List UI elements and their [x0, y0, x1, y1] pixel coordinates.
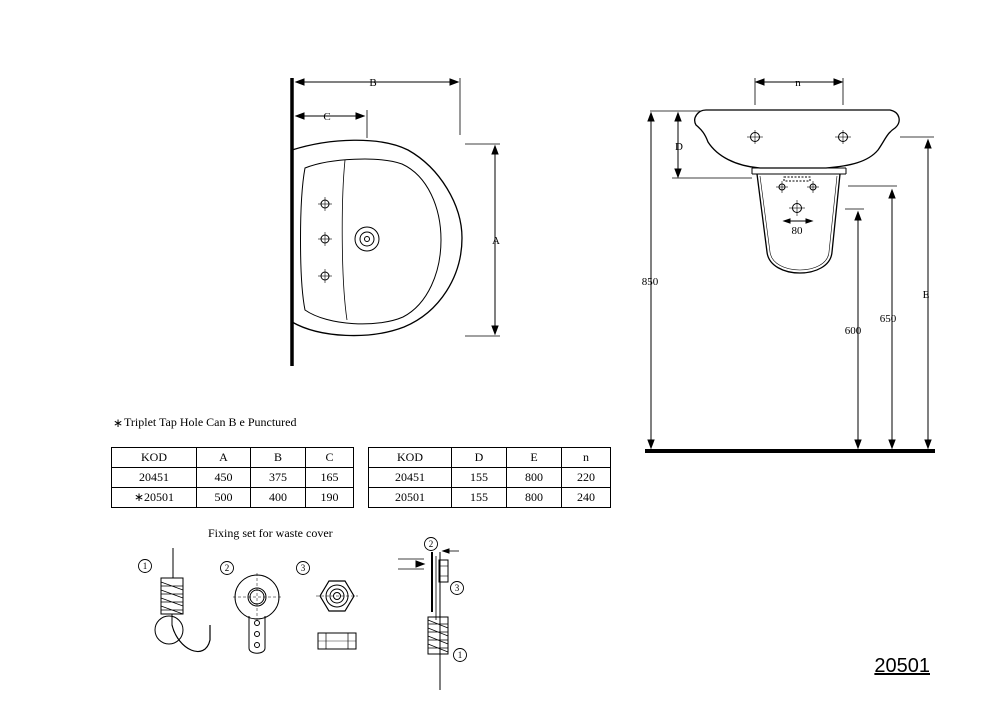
table-header-row: KOD D E n — [368, 447, 611, 468]
assembly-callout-3-label: 3 — [455, 583, 460, 593]
table-row: 20451 450 375 165 — [111, 467, 354, 488]
dimension-d-line — [650, 110, 752, 179]
basin-side-view — [694, 109, 900, 274]
table-cell: 155 — [451, 467, 507, 488]
table-cell: 500 — [196, 487, 251, 508]
table-header-cell: E — [506, 447, 562, 468]
table-cell: 800 — [506, 487, 562, 508]
label-dim-n: n — [795, 77, 801, 89]
callout-1-circle — [138, 559, 152, 573]
label-dim-e: E — [923, 289, 930, 301]
table-cell: 220 — [561, 467, 611, 488]
table-cell: 165 — [305, 467, 354, 488]
table-header-cell: D — [451, 447, 507, 468]
callout-1-label: 1 — [143, 561, 148, 571]
table-cell: 155 — [451, 487, 507, 508]
assembly-callout-1-label: 1 — [458, 650, 463, 660]
table-cell: ∗20501 — [111, 487, 197, 508]
table-cell: 240 — [561, 487, 611, 508]
part-2-washer-plate — [233, 573, 281, 654]
label-dim-d: D — [675, 141, 683, 153]
dimension-80-line — [782, 218, 814, 224]
table-header-cell: n — [561, 447, 611, 468]
table-header-cell: KOD — [111, 447, 197, 468]
table-header-cell: C — [305, 447, 354, 468]
assembly-callout-2-circle — [424, 537, 438, 551]
fixing-set-title: Fixing set for waste cover — [208, 526, 333, 540]
label-dim-650: 650 — [880, 313, 897, 325]
assembly-callout-3-circle — [450, 581, 464, 595]
basin-top-view — [290, 78, 463, 366]
label-dim-a: A — [492, 235, 500, 247]
dimension-b-line — [294, 78, 461, 135]
table-cell: 400 — [250, 487, 306, 508]
label-dim-600: 600 — [845, 325, 862, 337]
table-cell: 20451 — [111, 467, 197, 488]
table-cell: 20501 — [368, 487, 452, 508]
sheet-code: 20501 — [874, 655, 930, 677]
table-header-cell: B — [250, 447, 306, 468]
callout-2-label: 2 — [225, 563, 230, 573]
label-dim-80: 80 — [792, 225, 804, 237]
table-cell: 375 — [250, 467, 306, 488]
part-1-bolt-hook — [154, 548, 211, 653]
table-row: 20501 155 800 240 — [368, 487, 611, 508]
assembly-callout-1-circle — [453, 648, 467, 662]
dimension-c-line — [294, 110, 368, 138]
dimension-600-line — [845, 208, 864, 450]
dimension-850-line — [647, 111, 655, 450]
callout-2-circle — [220, 561, 234, 575]
dimension-table-d-e-n: KOD D E n 20451 155 800 220 20501 155 80… — [368, 447, 611, 508]
table-cell: 20451 — [368, 467, 452, 488]
label-dim-850: 850 — [642, 276, 659, 288]
table-row: ∗20501 500 400 190 — [111, 487, 354, 508]
dimension-650-line — [848, 185, 897, 450]
label-dim-c: C — [323, 111, 330, 123]
dimension-e-line — [900, 136, 934, 450]
dimension-a-line — [465, 143, 500, 337]
assembly-side-view — [398, 548, 459, 690]
table-header-cell: A — [196, 447, 251, 468]
triplet-tap-note: Triplet Tap Hole Can B e Punctured — [124, 415, 296, 429]
assembly-callout-2-label: 2 — [429, 539, 434, 549]
part-3-nut — [316, 580, 358, 650]
label-dim-b: B — [369, 77, 376, 89]
table-header-row: KOD A B C — [111, 447, 354, 468]
dimension-n-line — [754, 78, 844, 105]
table-cell: 190 — [305, 487, 354, 508]
callout-3-circle — [296, 561, 310, 575]
table-cell: 450 — [196, 467, 251, 488]
callout-3-label: 3 — [301, 563, 306, 573]
table-row: 20451 155 800 220 — [368, 467, 611, 488]
dimension-table-a-b-c: KOD A B C 20451 450 375 165 ∗20501 500 4… — [111, 447, 354, 508]
note-mark: ∗ — [113, 416, 123, 430]
table-cell: 800 — [506, 467, 562, 488]
table-header-cell: KOD — [368, 447, 452, 468]
